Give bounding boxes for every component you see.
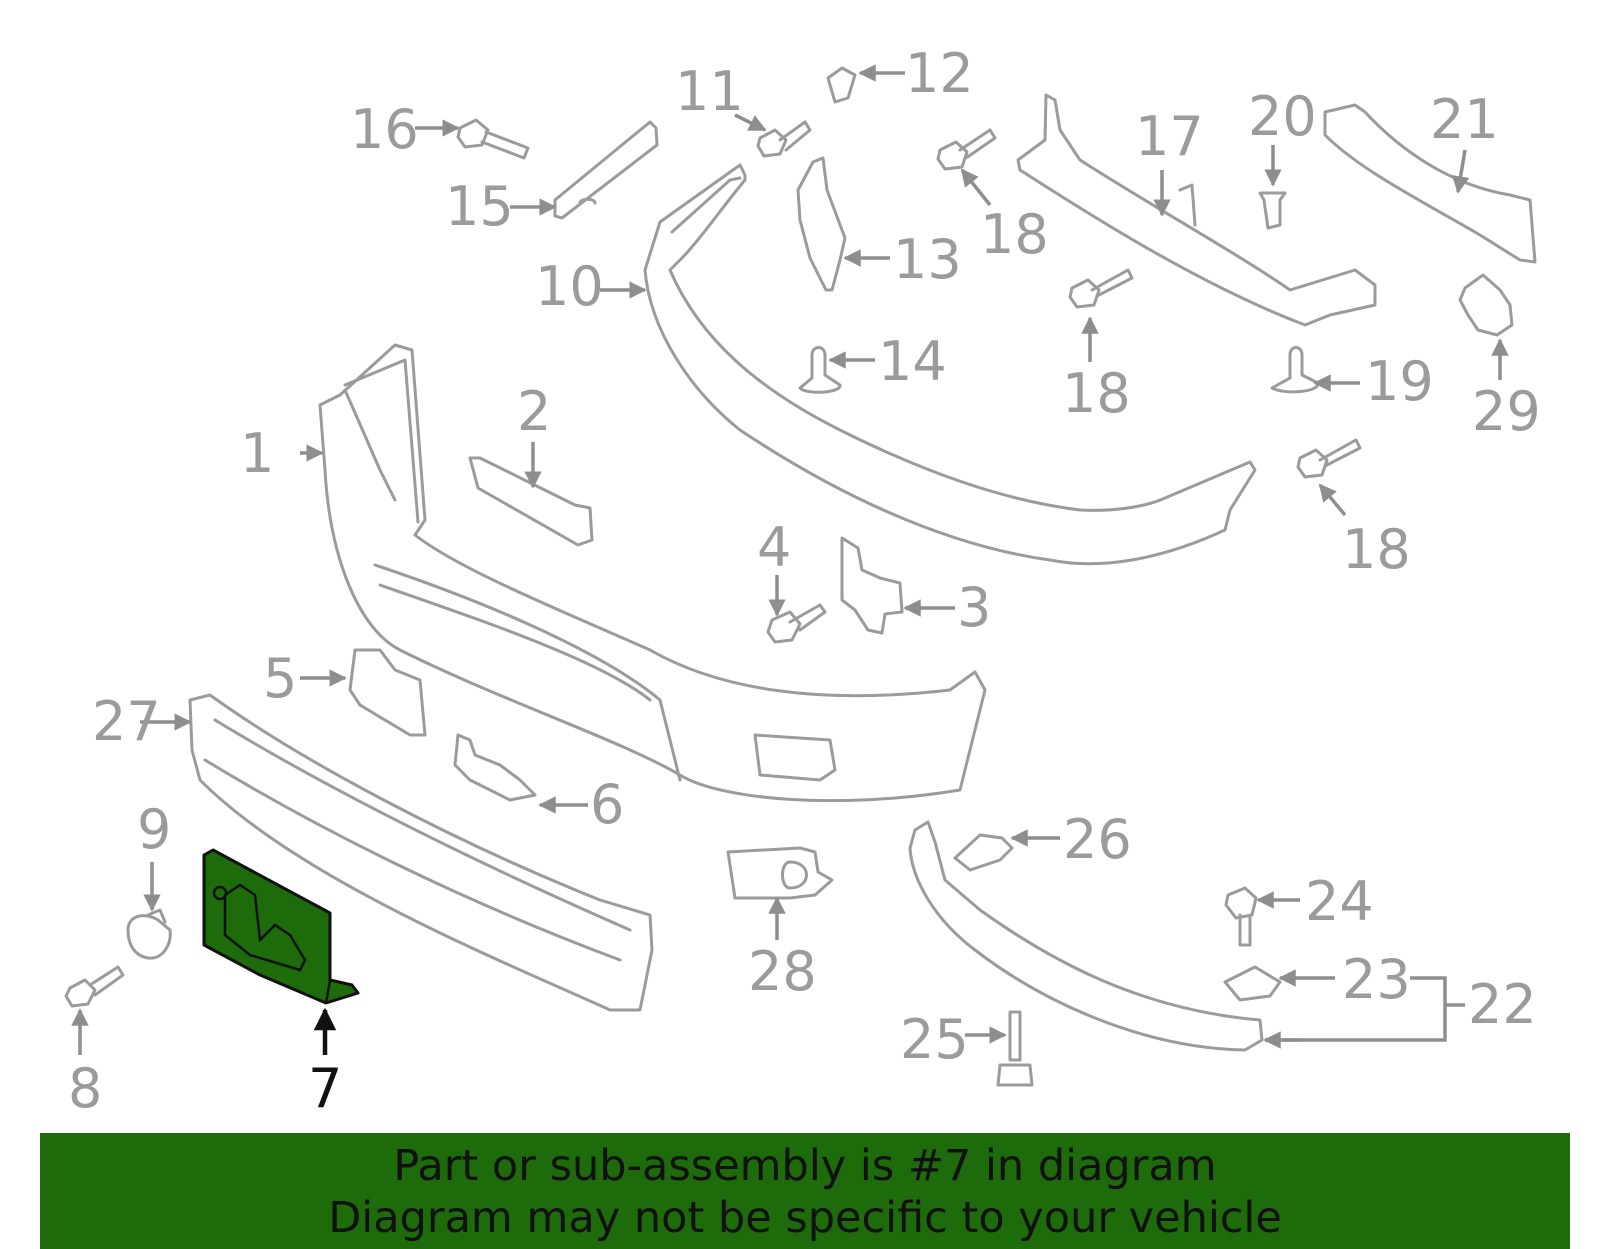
part-24-bolt[interactable] xyxy=(1224,886,1258,947)
callout-26: 26 xyxy=(1063,808,1132,871)
callout-18-a: 18 xyxy=(980,203,1049,266)
part-4-bolt[interactable] xyxy=(766,603,827,644)
part-19-pin[interactable] xyxy=(1270,346,1320,394)
part-11-bolt[interactable] xyxy=(756,120,812,158)
callout-4: 4 xyxy=(757,516,791,579)
part-18-bolt-c[interactable] xyxy=(1296,438,1362,479)
callout-7-highlighted: 7 xyxy=(308,1057,342,1120)
callout-20: 20 xyxy=(1248,85,1317,148)
part-14-pin[interactable] xyxy=(798,346,842,394)
part-29-bracket[interactable] xyxy=(1458,273,1514,337)
info-banner: Part or sub-assembly is #7 in diagram Di… xyxy=(40,1133,1570,1249)
callout-16: 16 xyxy=(350,98,419,161)
callout-22: 22 xyxy=(1468,973,1537,1036)
callout-21: 21 xyxy=(1430,88,1499,151)
part-21-bracket[interactable] xyxy=(1323,103,1537,264)
callout-2: 2 xyxy=(517,380,551,443)
part-18-bolt-a[interactable] xyxy=(936,128,997,171)
callout-18-c: 18 xyxy=(1342,518,1411,581)
part-26-clip[interactable] xyxy=(953,833,1014,872)
part-3-bracket[interactable] xyxy=(840,536,904,635)
callout-10: 10 xyxy=(535,255,604,318)
banner-line-1: Part or sub-assembly is #7 in diagram xyxy=(393,1141,1217,1191)
parts-diagram: 1 2 3 4 5 6 7 8 9 10 11 12 13 14 15 16 1… xyxy=(64,42,1541,1120)
callout-labels: 1 2 3 4 5 6 7 8 9 10 11 12 13 14 15 16 1… xyxy=(68,42,1541,1120)
part-1-bumper-cover[interactable] xyxy=(318,343,987,803)
callout-24: 24 xyxy=(1305,870,1374,933)
callout-23: 23 xyxy=(1342,948,1411,1011)
callout-15: 15 xyxy=(445,175,514,238)
part-6-bracket[interactable] xyxy=(453,733,537,802)
part-5-bracket[interactable] xyxy=(348,648,427,737)
part-22-lower-spoiler[interactable] xyxy=(908,820,1264,1052)
part-17-reinforcement[interactable] xyxy=(1016,93,1377,327)
callout-17: 17 xyxy=(1135,105,1204,168)
part-9-clip[interactable] xyxy=(126,908,172,960)
callout-1: 1 xyxy=(240,422,274,485)
callout-28: 28 xyxy=(748,940,817,1003)
part-13-panel[interactable] xyxy=(796,156,847,292)
part-15-strip[interactable] xyxy=(553,120,659,220)
part-23-nut[interactable] xyxy=(1223,965,1282,1002)
callout-18-b: 18 xyxy=(1062,362,1131,425)
part-28-foglamp-bezel[interactable] xyxy=(726,846,834,900)
callout-5: 5 xyxy=(263,647,297,710)
part-20-pushpin[interactable] xyxy=(1258,191,1287,230)
part-27-absorber[interactable] xyxy=(188,693,654,1012)
callout-27: 27 xyxy=(92,690,161,753)
callout-13: 13 xyxy=(893,228,962,291)
banner-line-2: Diagram may not be specific to your vehi… xyxy=(328,1193,1282,1243)
callout-14: 14 xyxy=(878,330,947,393)
callout-19: 19 xyxy=(1365,350,1434,413)
part-25-bolt[interactable] xyxy=(996,1010,1034,1087)
part-18-bolt-b[interactable] xyxy=(1068,268,1134,309)
part-12-pushpin[interactable] xyxy=(826,66,857,104)
callout-3: 3 xyxy=(957,576,991,639)
callout-25: 25 xyxy=(900,1008,969,1071)
callout-8: 8 xyxy=(68,1057,102,1120)
part-8-bolt[interactable] xyxy=(64,965,125,1008)
callout-11: 11 xyxy=(675,60,744,123)
callout-9: 9 xyxy=(137,798,171,861)
callout-arrows xyxy=(71,64,1509,1055)
callout-29: 29 xyxy=(1472,380,1541,443)
part-7-highlighted[interactable] xyxy=(202,848,360,1005)
callout-6: 6 xyxy=(590,773,624,836)
part-2-bracket[interactable] xyxy=(468,456,594,547)
callout-12: 12 xyxy=(905,42,974,105)
part-10-upper-fascia[interactable] xyxy=(643,163,1257,566)
part-16-bolt[interactable] xyxy=(456,118,530,160)
